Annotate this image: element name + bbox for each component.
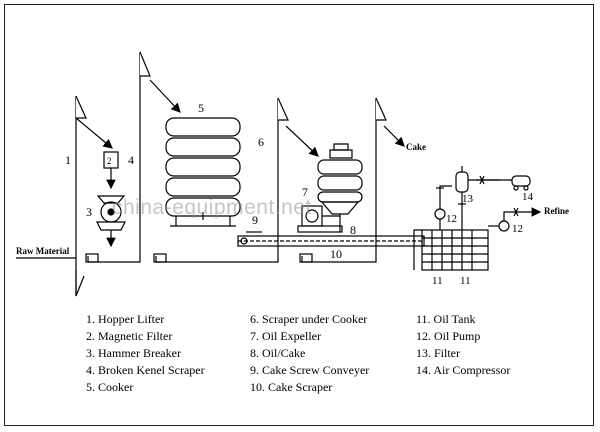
label-13: 13: [462, 193, 474, 205]
refine-label: Refine: [544, 206, 569, 216]
label-8: 8: [350, 223, 356, 237]
scraper-under-cooker: [153, 97, 319, 263]
diagram-border: [4, 4, 594, 426]
label-11a: 11: [432, 275, 443, 287]
label-3: 3: [86, 205, 92, 219]
broken-kernel-scraper: [85, 51, 181, 263]
magnetic-filter: [103, 151, 119, 190]
label-1: 1: [65, 153, 71, 167]
air-compressor: [476, 175, 531, 191]
hopper-lifter: [75, 95, 113, 297]
label-9: 9: [252, 213, 258, 227]
label-11b: 11: [460, 275, 471, 287]
cake-scraper: [299, 97, 405, 263]
cooker: [165, 117, 241, 227]
oil-pump-right: [488, 207, 542, 232]
cake-screw-conveyer: [237, 231, 425, 247]
label-10: 10: [330, 247, 342, 261]
label-7: 7: [302, 185, 308, 199]
cake-label: Cake: [406, 142, 426, 152]
oil-tank: [413, 229, 489, 271]
raw-material-label: Raw Material: [16, 246, 70, 256]
label-5: 5: [198, 101, 204, 115]
watermark-text: china-equipment.net: [112, 196, 312, 219]
label-2: 2: [107, 156, 112, 166]
oil-pump-left: [434, 185, 452, 230]
oil-expeller: [297, 143, 363, 233]
label-4: 4: [128, 153, 134, 167]
label-6: 6: [258, 135, 264, 149]
label-12b: 12: [512, 223, 523, 235]
label-12a: 12: [446, 213, 457, 225]
hammer-breaker: [96, 195, 126, 248]
label-14: 14: [522, 191, 534, 203]
